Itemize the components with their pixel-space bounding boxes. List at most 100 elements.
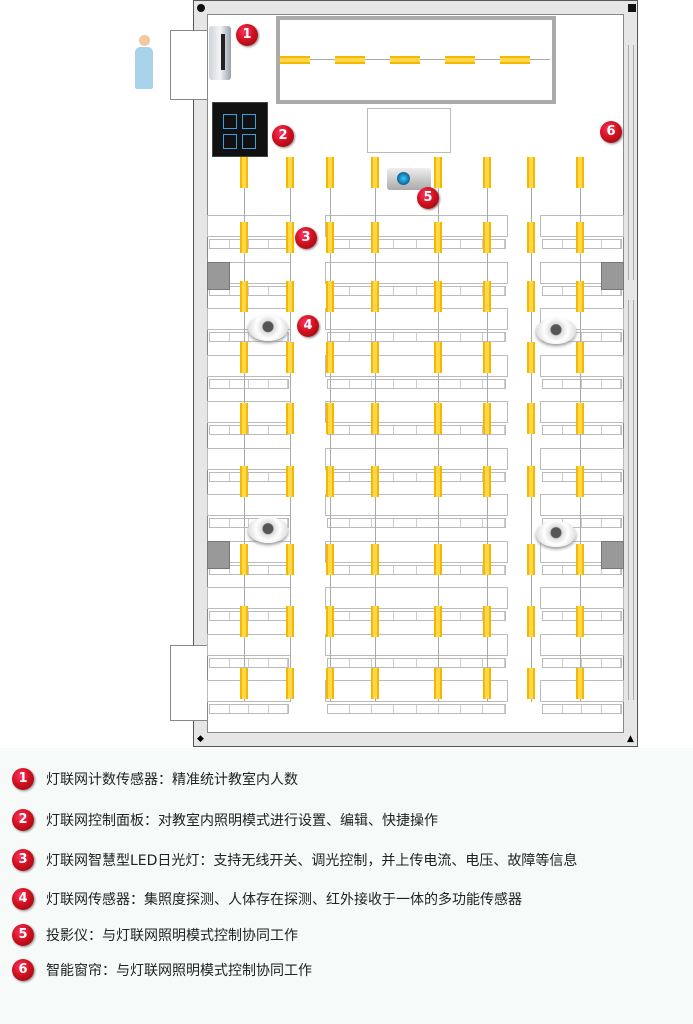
desk	[325, 215, 508, 237]
badge-projector: 5	[417, 187, 439, 209]
number-badge: 1	[12, 768, 34, 790]
multi-sensor-device	[536, 521, 576, 547]
led-lamp	[326, 222, 334, 253]
legend-text: 灯联网计数传感器：精准统计教室内人数	[46, 772, 298, 788]
led-lamp	[434, 157, 442, 188]
led-lamp	[326, 668, 334, 699]
smart-curtain-track	[628, 45, 629, 280]
chair-row	[327, 239, 506, 249]
led-lamp	[326, 342, 334, 373]
chair-row	[327, 611, 506, 621]
legend-background	[0, 748, 693, 1024]
led-lamp	[326, 544, 334, 575]
desk	[325, 633, 508, 656]
led-lamp	[240, 544, 248, 575]
chair-row	[327, 657, 506, 668]
legend-text: 投影仪：与灯联网照明模式控制协同工作	[46, 928, 298, 944]
pillar	[207, 262, 230, 290]
desk	[325, 447, 508, 470]
led-lamp	[527, 668, 535, 699]
multi-sensor-device	[248, 517, 288, 543]
led-lamp	[371, 403, 379, 434]
pillar	[207, 541, 230, 569]
corner-marker: ▲	[627, 734, 634, 744]
led-lamp	[527, 544, 535, 575]
desk	[325, 680, 508, 702]
led-lamp	[576, 606, 584, 637]
control-panel-device[interactable]	[212, 102, 268, 157]
number-badge: 4	[12, 888, 34, 910]
led-lamp	[371, 544, 379, 575]
led-lamp	[286, 222, 294, 253]
led-lamp	[434, 544, 442, 575]
led-lamp	[240, 403, 248, 434]
smart-curtain-track	[633, 45, 634, 280]
badge-counting-sensor: 1	[236, 24, 258, 46]
pillar	[601, 262, 624, 290]
led-lamp	[371, 606, 379, 637]
led-lamp	[527, 606, 535, 637]
led-lamp	[527, 222, 535, 253]
board-lamp	[280, 56, 310, 64]
chair-row	[209, 378, 289, 389]
led-lamp	[240, 157, 248, 188]
desk	[540, 494, 624, 516]
led-lamp	[326, 606, 334, 637]
led-lamp	[240, 668, 248, 699]
chair-row	[209, 471, 289, 482]
led-lamp	[576, 668, 584, 699]
legend-item: 1 灯联网计数传感器：精准统计教室内人数	[12, 768, 298, 790]
badge-led-lamp: 3	[295, 227, 317, 249]
board-lamp	[445, 56, 475, 64]
corner-marker	[197, 4, 205, 12]
chair-row	[209, 657, 289, 668]
chair-row	[327, 564, 506, 575]
badge-multi-sensor: 4	[297, 315, 319, 337]
board-lamp	[500, 56, 530, 64]
led-lamp	[240, 342, 248, 373]
number-badge: 2	[12, 809, 34, 831]
led-lamp	[576, 403, 584, 434]
projection-screen	[367, 108, 451, 153]
multi-sensor-device	[248, 315, 288, 341]
person-icon	[133, 35, 155, 90]
projector-device	[387, 168, 431, 190]
desk	[207, 633, 291, 656]
desk	[325, 261, 508, 284]
led-lamp	[483, 544, 491, 575]
desk	[325, 494, 508, 516]
chair-row	[327, 285, 506, 296]
chair-row	[542, 657, 622, 668]
led-lamp	[483, 606, 491, 637]
smart-curtain-track	[633, 300, 634, 700]
desk	[207, 680, 291, 702]
led-lamp	[434, 342, 442, 373]
desk	[207, 215, 291, 237]
board-lamp	[390, 56, 420, 64]
desk	[207, 447, 291, 470]
legend-text: 灯联网智慧型LED日光灯：支持无线开关、调光控制，并上传电流、电压、故障等信息	[46, 853, 578, 869]
led-lamp	[576, 544, 584, 575]
led-lamp	[483, 157, 491, 188]
counting-sensor-device	[209, 26, 231, 80]
led-lamp	[371, 342, 379, 373]
led-lamp	[483, 222, 491, 253]
led-lamp	[576, 466, 584, 497]
legend-item: 2 灯联网控制面板：对教室内照明模式进行设置、编辑、快捷操作	[12, 809, 438, 831]
chair-row	[542, 704, 622, 714]
led-lamp	[483, 668, 491, 699]
desk	[207, 494, 291, 516]
chair-row	[327, 704, 506, 714]
led-lamp	[286, 281, 294, 312]
legend-text: 智能窗帘：与灯联网照明模式控制协同工作	[46, 963, 312, 979]
led-lamp	[326, 466, 334, 497]
led-lamp	[326, 281, 334, 312]
led-lamp	[434, 606, 442, 637]
chair-row	[327, 378, 506, 389]
chair-row	[209, 704, 289, 714]
legend-text: 灯联网控制面板：对教室内照明模式进行设置、编辑、快捷操作	[46, 813, 438, 829]
chair-row	[327, 471, 506, 482]
desk	[325, 540, 508, 563]
